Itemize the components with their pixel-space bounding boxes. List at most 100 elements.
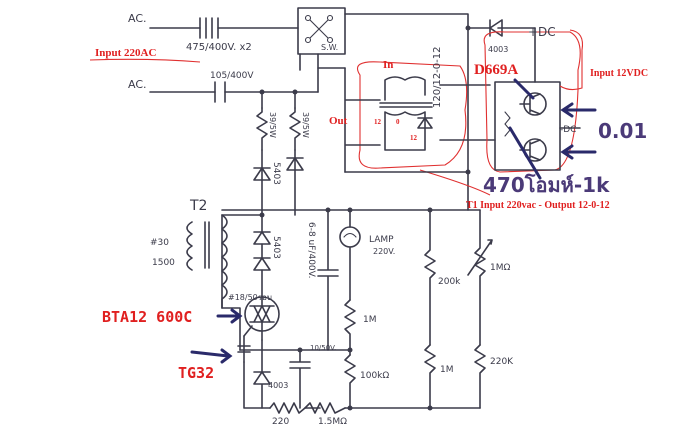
diac-tg32 [237, 335, 251, 363]
resistor-1-5m [304, 402, 346, 414]
label-t1-voltage: 120/12-0-12 [432, 47, 443, 108]
wire-switch-down [299, 53, 346, 71]
arrow-tg32 [190, 348, 233, 364]
arrow-001 [560, 102, 597, 118]
label-cap-10: 10/50V. [310, 344, 336, 352]
label-1m-pot: 1MΩ [490, 263, 510, 273]
junction-dots [259, 25, 471, 411]
label-tap-0: 0 [396, 118, 400, 126]
label-r220: 220 [272, 417, 289, 425]
label-r1-5m: 1.5MΩ [318, 417, 347, 425]
label-ac-top: AC. [128, 12, 147, 25]
label-sw: S.W. [321, 43, 338, 52]
t2-core [204, 221, 210, 269]
resistor-220 [269, 402, 306, 414]
label-1m-b: 1M [440, 365, 454, 375]
capacitor-10uf [289, 349, 311, 409]
label-cap-475: 475/400V. x2 [186, 42, 252, 53]
label-0-01: 0.01 [598, 119, 647, 143]
resistor-1m-a [344, 299, 356, 356]
t1-core [379, 102, 433, 108]
t1-diode [417, 117, 433, 129]
arrow-bta [216, 308, 243, 324]
label-input-12: Input 12VDC [590, 68, 648, 79]
label-1m-a: 1M [363, 315, 377, 325]
power-box-outline [483, 31, 581, 173]
label-wind-30: #30 [150, 238, 169, 248]
switch-contact [304, 14, 312, 22]
switch-box [297, 7, 346, 55]
switch-lever [309, 19, 329, 39]
label-wind-1500: 1500 [152, 258, 175, 268]
resistor-39-a [256, 107, 268, 151]
transistor-leads [519, 93, 541, 161]
label-470-ohm: 470โอมห์-1k [483, 173, 610, 197]
diode-5403-b [286, 157, 304, 171]
label-ac-mid: AC. [128, 78, 147, 91]
resistor-470 [504, 111, 511, 137]
switch-contact [304, 36, 312, 44]
wire-top-right [344, 13, 536, 29]
label-220k: 220K [490, 357, 514, 367]
t1-note-line [419, 169, 491, 196]
label-diode-4003-bottom: 4003 [268, 381, 288, 390]
label-cap-105: 105/400V [210, 71, 254, 81]
wire-dc-bus [467, 27, 581, 211]
wire-bus-main [221, 171, 481, 211]
resistor-1m-b [424, 344, 436, 409]
t1-wires [344, 67, 496, 173]
label-tap-12b: 12 [410, 134, 418, 142]
lamp-filament [343, 232, 357, 238]
label-t1-note: T1 Input 220vac - Output 12-0-12 [466, 200, 610, 211]
diode-5403-a [253, 167, 271, 181]
arrow-d669a [513, 78, 535, 100]
label-tap-12a: 12 [374, 118, 382, 126]
t1-primary [384, 76, 426, 101]
label-lamp: LAMP [369, 235, 394, 245]
lamp [339, 226, 361, 248]
label-in: In [383, 59, 393, 71]
label-input-220: Input 220AC [95, 47, 156, 59]
label-plus-dc: +DC [528, 25, 556, 39]
label-200k: 200k [438, 277, 461, 287]
transistor-box [494, 81, 561, 171]
input-12-bracket [559, 29, 584, 91]
label-diode-4003-top: 4003 [488, 45, 508, 54]
switch-contact [326, 36, 334, 44]
label-diode-5403b: 5403 [271, 236, 281, 259]
diode-4003-bottom [253, 339, 271, 409]
resistor-220k [474, 344, 486, 409]
label-res-39a: 39/5W [268, 112, 277, 138]
t2-sec-wires [221, 214, 263, 351]
wire-mid-down [261, 67, 319, 109]
resistor-100k [344, 354, 356, 409]
label-bta12: BTA12 600C [102, 308, 192, 326]
label-cap-6-8: 6-8 uF/400V. [306, 222, 316, 279]
arrow-470 [508, 126, 542, 180]
label-diode-5403a: 5403 [271, 162, 281, 185]
capacitor-475 [199, 17, 219, 39]
capacitor-105 [214, 81, 226, 103]
triac-symbol [243, 295, 275, 341]
diode-5403-c [253, 231, 271, 245]
label-lamp-v: 220V. [373, 247, 395, 256]
label-t2: T2 [189, 198, 207, 214]
diode-5403-d [253, 257, 271, 271]
input-220-underline [89, 58, 201, 63]
resistor-39-b [289, 107, 301, 151]
label-d669a: D669A [474, 62, 518, 78]
label-wind-18: #18/50รอบ [228, 293, 272, 302]
arrow-001-lower [560, 144, 597, 160]
capacitor-6-8uf [317, 209, 339, 351]
label-minus-dc: -DC [560, 125, 576, 135]
label-tg32: TG32 [178, 364, 214, 382]
switch-contact [326, 14, 334, 22]
label-100k: 100kΩ [360, 371, 389, 381]
resistor-200k [424, 209, 436, 346]
t1-outline [356, 61, 468, 169]
pot-1m [467, 209, 493, 346]
label-out: Out [329, 115, 348, 127]
t2-primary [186, 221, 193, 271]
